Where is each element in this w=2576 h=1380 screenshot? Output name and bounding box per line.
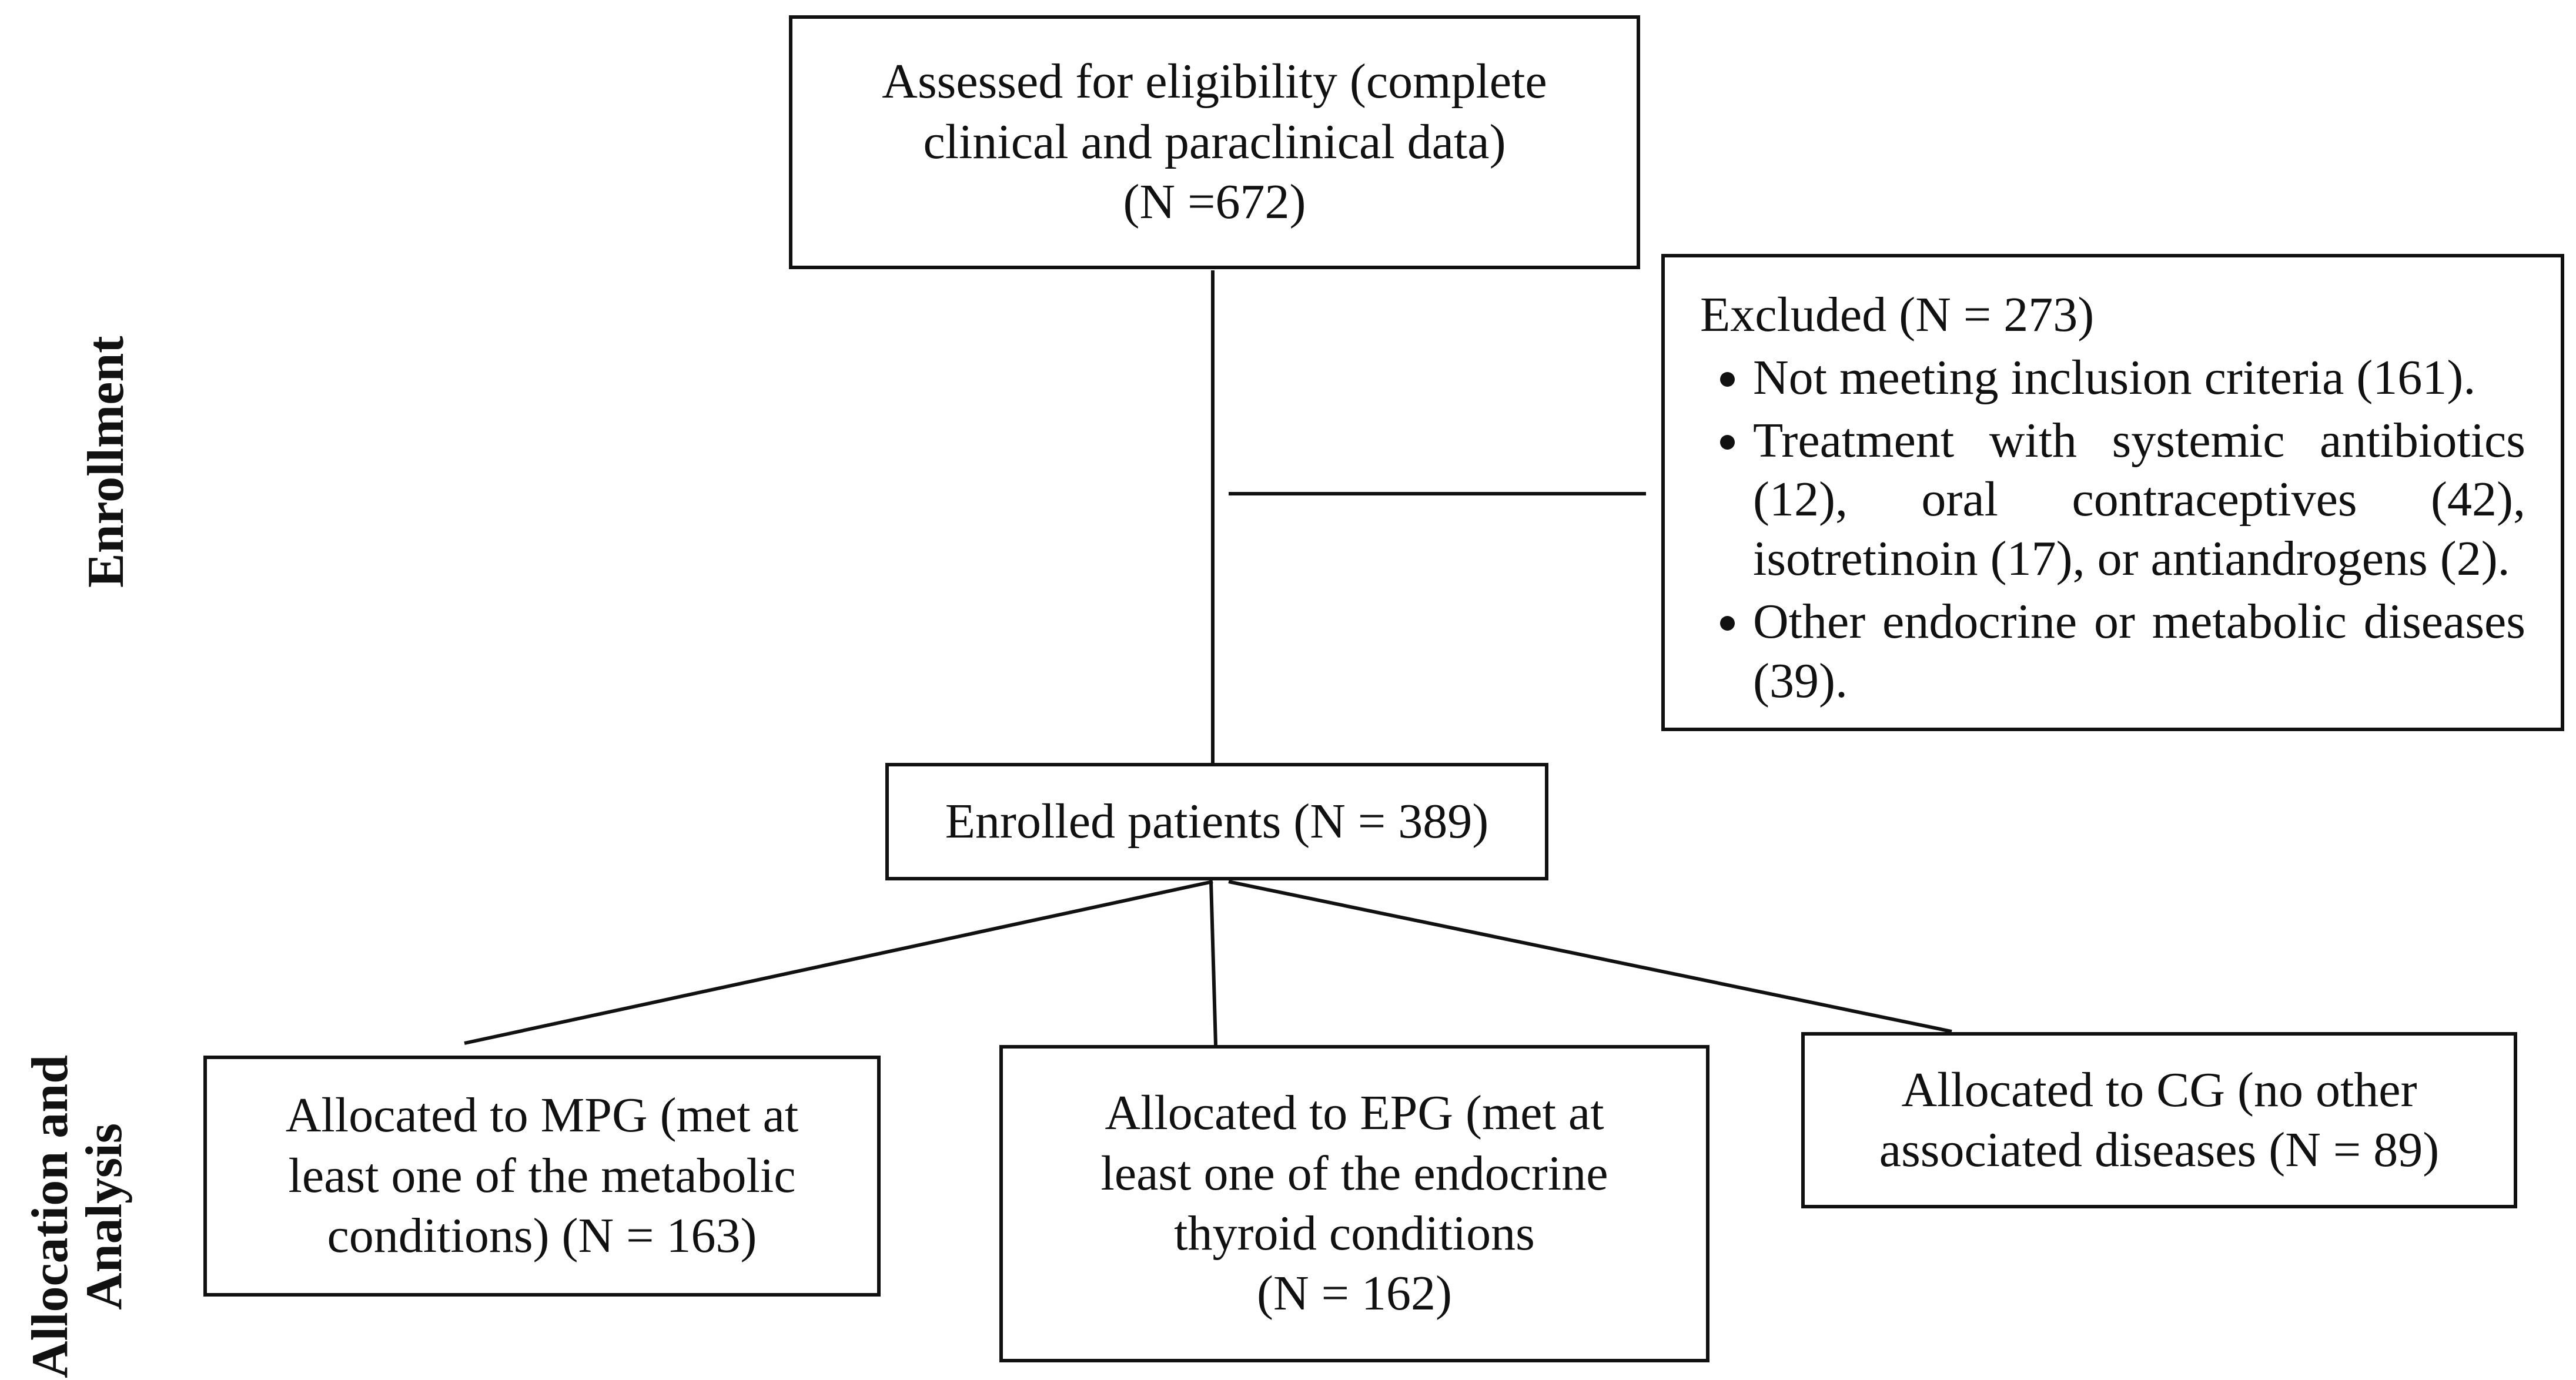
epg-line-3: thyroid conditions xyxy=(1174,1206,1535,1261)
excluded-box: Excluded (N = 273) Not meeting inclusion… xyxy=(1661,254,2564,731)
assessed-line-2: clinical and paraclinical data) xyxy=(923,114,1506,169)
exclusion-reason-item: Treatment with systemic antibiotics (12)… xyxy=(1753,411,2525,589)
cg-line-1: Allocated to CG (no other xyxy=(1901,1062,2417,1117)
assessed-line-1: Assessed for eligibility (complete xyxy=(882,54,1547,109)
epg-line-1: Allocated to EPG (met at xyxy=(1105,1086,1604,1141)
excluded-title: Excluded (N = 273) xyxy=(1700,287,2095,342)
epg-allocation-box: Allocated to EPG (met at least one of th… xyxy=(999,1045,1709,1362)
cg-allocation-box: Allocated to CG (no other associated dis… xyxy=(1801,1032,2517,1208)
epg-line-2: least one of the endocrine xyxy=(1100,1145,1608,1201)
enrolled-patients-box: Enrolled patients (N = 389) xyxy=(885,763,1548,880)
exclusion-reason-item: Other endocrine or metabolic diseases (3… xyxy=(1753,592,2525,711)
assessed-line-3: (N =672) xyxy=(1123,175,1306,230)
mpg-line-1: Allocated to MPG (met at xyxy=(285,1088,799,1143)
enrolled-to-cg-line xyxy=(1228,880,1952,1033)
mpg-line-3: conditions) (N = 163) xyxy=(327,1208,757,1264)
enrollment-phase-label: Enrollment xyxy=(78,336,135,588)
mpg-allocation-box: Allocated to MPG (met at least one of th… xyxy=(203,1056,881,1297)
allocation-label-line1: Allocation and xyxy=(22,1054,79,1378)
assessed-eligibility-box: Assessed for eligibility (complete clini… xyxy=(789,15,1640,269)
exclusion-reason-item: Not meeting inclusion criteria (161). xyxy=(1753,349,2525,408)
epg-line-4: (N = 162) xyxy=(1257,1266,1452,1321)
exclusion-reasons-list: Not meeting inclusion criteria (161). Tr… xyxy=(1700,349,2525,711)
enrolled-to-epg-line xyxy=(1209,881,1217,1046)
enrolled-to-mpg-line xyxy=(464,880,1213,1045)
allocation-analysis-phase-label: Allocation and Analysis xyxy=(22,1054,133,1378)
cg-line-2: associated diseases (N = 89) xyxy=(1879,1123,2440,1177)
enrolled-text: Enrolled patients (N = 389) xyxy=(945,793,1489,849)
mpg-line-2: least one of the metabolic xyxy=(288,1148,796,1203)
allocation-label-line2: Analysis xyxy=(76,1123,133,1310)
